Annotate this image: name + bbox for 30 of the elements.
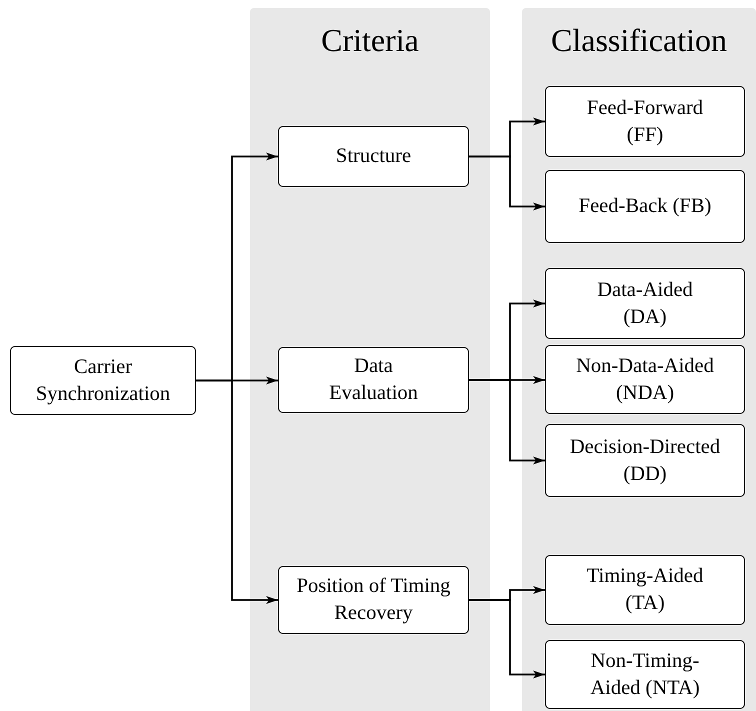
- box-label: Data-Aided (DA): [596, 278, 694, 330]
- box-label: Position of Timing Recovery: [296, 574, 452, 626]
- column-heading: Criteria: [320, 22, 420, 59]
- box-label: Timing-Aided (TA): [586, 564, 704, 616]
- box-label: Non-Timing-Aided (NTA): [589, 648, 701, 700]
- box-label: Feed-Forward (FF): [586, 96, 704, 148]
- category-box: [278, 566, 469, 634]
- category-box: [545, 268, 745, 339]
- arrow: [469, 379, 545, 464]
- category-box: [545, 555, 745, 625]
- box-label: Carrier Synchronization: [34, 354, 172, 406]
- box-label: Decision-Directed (DD): [568, 434, 722, 486]
- arrow: [469, 156, 545, 210]
- column-heading: Classification: [550, 22, 728, 59]
- arrow: [469, 599, 545, 678]
- box-label: Data Evaluation: [328, 354, 419, 406]
- category-box: [545, 640, 745, 709]
- box-label: Feed-Back (FB): [578, 194, 712, 220]
- arrow: [196, 380, 278, 604]
- box-label: Structure: [334, 144, 412, 170]
- category-box: [545, 86, 745, 157]
- column-band: [250, 8, 490, 711]
- category-box: [278, 347, 469, 413]
- category-box: [278, 126, 469, 187]
- category-box: [545, 170, 745, 243]
- column-band: [522, 8, 756, 711]
- category-box: [545, 345, 745, 414]
- box-label: Non-Data-Aided (NDA): [575, 354, 715, 406]
- category-box: [10, 346, 196, 415]
- category-box: [545, 424, 745, 497]
